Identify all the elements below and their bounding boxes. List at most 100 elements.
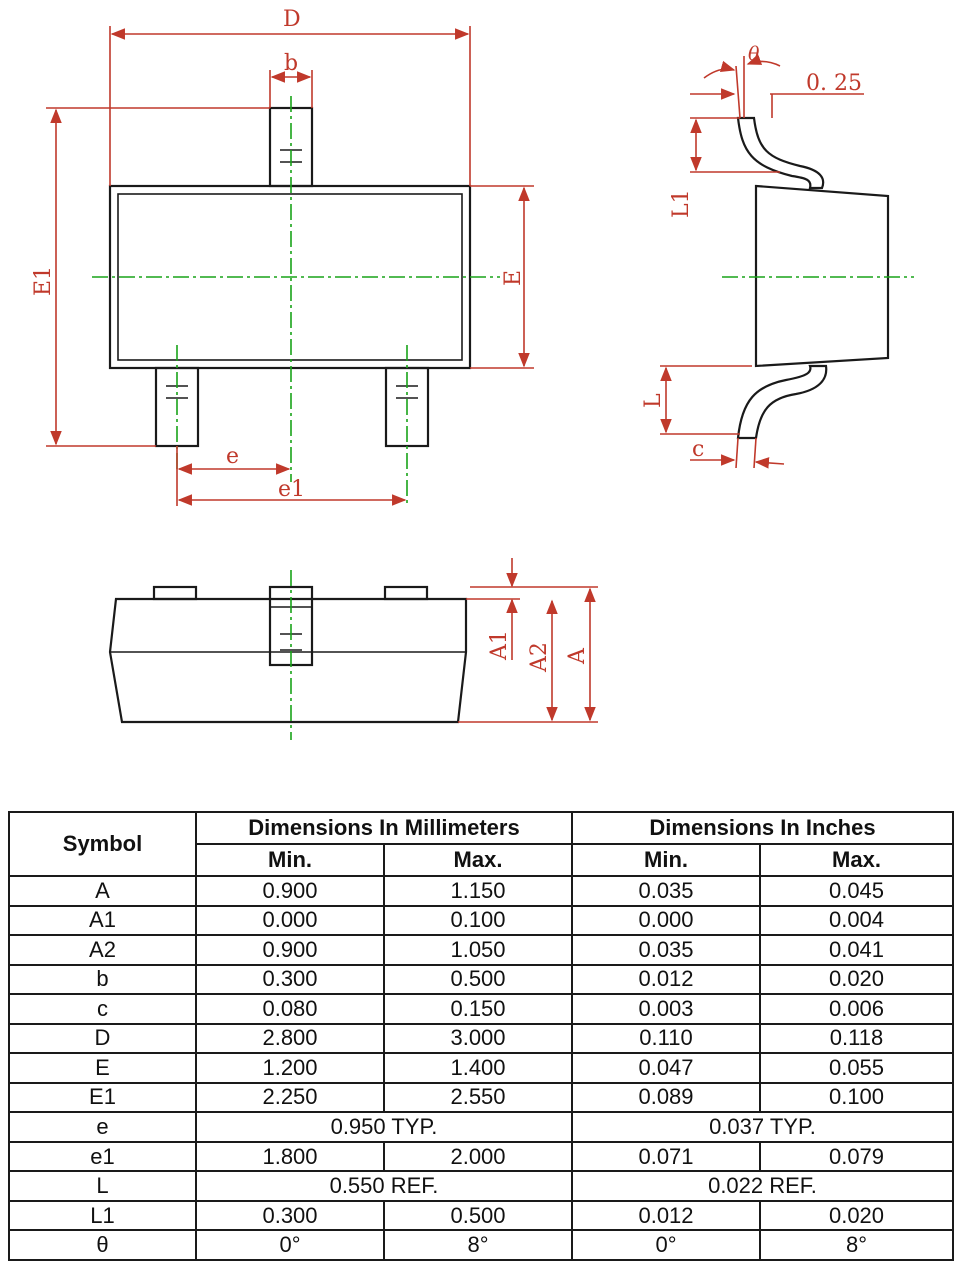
dim-theta: θ	[703, 43, 781, 119]
header-symbol: Symbol	[8, 811, 197, 877]
cell-mm-min: 0.000	[195, 904, 385, 937]
table-header-row-2: Min. Max. Min. Max.	[9, 843, 955, 877]
side-lead-lower	[736, 364, 828, 440]
header-inches: Dimensions In Inches	[570, 811, 955, 845]
cell-symbol: θ	[8, 1229, 197, 1261]
cell-mm-min: 1.800	[195, 1140, 385, 1173]
cell-in-max: 0.020	[758, 1199, 955, 1232]
cell-mm-max: 1.050	[383, 934, 573, 966]
dim-A: A	[565, 587, 596, 722]
cell-in-min: 0.110	[571, 1022, 761, 1055]
cell-mm-max: 1.400	[383, 1052, 573, 1084]
cell-in-min: 0.035	[571, 934, 761, 966]
cell-in-max: 0.004	[758, 904, 955, 937]
cell-symbol: L1	[8, 1199, 197, 1232]
cell-in-max: 0.045	[758, 875, 955, 907]
dim-A2: A2	[458, 599, 598, 723]
dim-e: e	[177, 444, 291, 475]
table-row: L 0.550 REF. 0.022 REF.	[8, 1170, 955, 1202]
top-view: D b E1 E e	[31, 7, 534, 506]
cell-mm-max: 0.500	[383, 1199, 573, 1232]
cell-mm-min: 0.900	[195, 934, 385, 966]
cell-symbol: e1	[8, 1140, 197, 1173]
cell-in-max: 0.020	[758, 963, 955, 996]
cell-in-max: 0.055	[758, 1052, 955, 1084]
dim-E: E	[470, 185, 534, 369]
dimensions-table: Symbol Dimensions In Millimeters Dimensi…	[8, 811, 955, 1261]
table-row: e 0.950 TYP. 0.037 TYP.	[8, 1111, 955, 1143]
cell-in-ref: 0.022 REF.	[570, 1170, 955, 1202]
dim-e1: e1	[176, 446, 407, 506]
table-row: A1 0.000 0.100 0.000 0.004	[8, 904, 955, 937]
dim-L1: L1	[669, 117, 780, 218]
cell-mm-max: 0.100	[383, 904, 573, 937]
cell-symbol: E	[8, 1052, 197, 1084]
table-row: θ 0° 8° 0° 8°	[8, 1229, 955, 1261]
dim-L-label: L	[641, 393, 666, 408]
cell-symbol: b	[8, 963, 197, 996]
cell-in-max: 0.118	[758, 1022, 955, 1055]
cell-symbol: A	[8, 875, 197, 907]
side-view: θ 0. 25 L1 L c	[641, 43, 914, 469]
table-row: A2 0.900 1.050 0.035 0.041	[8, 934, 955, 966]
cell-in-min: 0°	[571, 1229, 761, 1261]
table-row: E1 2.250 2.550 0.089 0.100	[8, 1081, 955, 1114]
package-outline-drawing: D b E1 E e	[31, 7, 914, 740]
cell-in-min: 0.012	[571, 1199, 761, 1232]
cell-in-max: 0.041	[758, 934, 955, 966]
side-view-body	[754, 184, 890, 368]
cell-symbol: L	[8, 1170, 197, 1202]
header-mm-min: Min.	[195, 843, 385, 877]
cell-mm-min: 2.250	[195, 1081, 385, 1114]
cell-mm-min: 2.800	[195, 1022, 385, 1055]
table-row: D 2.800 3.000 0.110 0.118	[8, 1022, 955, 1055]
cell-symbol: A1	[8, 904, 197, 937]
dim-A1-label: A1	[487, 630, 512, 661]
table-row: L1 0.300 0.500 0.012 0.020	[8, 1199, 955, 1232]
table-row: E 1.200 1.400 0.047 0.055	[8, 1052, 955, 1084]
cell-in-min: 0.071	[571, 1140, 761, 1173]
cell-mm-min: 0°	[195, 1229, 385, 1261]
cell-in-min: 0.089	[571, 1081, 761, 1114]
cell-mm-max: 8°	[383, 1229, 573, 1261]
front-lead-left	[152, 585, 198, 601]
table-row: A 0.900 1.150 0.035 0.045	[8, 875, 955, 907]
dim-L1-label: L1	[669, 189, 694, 218]
table-row: e1 1.800 2.000 0.071 0.079	[8, 1140, 955, 1173]
cell-in-max: 0.100	[758, 1081, 955, 1114]
top-view-body-inner	[117, 193, 463, 361]
dim-E-label: E	[501, 270, 526, 286]
header-mm-max: Max.	[383, 843, 573, 877]
dim-theta-label: θ	[748, 43, 760, 65]
table-row: c 0.080 0.150 0.003 0.006	[8, 993, 955, 1025]
cell-symbol: e	[8, 1111, 197, 1143]
cell-mm-typ: 0.950 TYP.	[195, 1111, 573, 1143]
dim-A-label: A	[565, 647, 590, 665]
header-in-max: Max.	[758, 843, 955, 877]
dim-gauge-plane: 0. 25	[690, 71, 864, 118]
cell-in-min: 0.003	[571, 993, 761, 1025]
cell-in-max: 0.006	[758, 993, 955, 1025]
front-view: A1 A2 A	[108, 558, 598, 740]
cell-mm-min: 0.300	[195, 963, 385, 996]
dim-c: c	[690, 437, 785, 469]
dim-A1: A1	[466, 558, 598, 661]
cell-symbol: A2	[8, 934, 197, 966]
dim-L: L	[641, 365, 752, 435]
side-lead-upper	[736, 116, 825, 190]
dim-gauge-plane-label: 0. 25	[806, 71, 862, 96]
cell-in-typ: 0.037 TYP.	[570, 1111, 955, 1143]
dim-E1: E1	[31, 107, 270, 447]
cell-mm-min: 0.900	[195, 875, 385, 907]
cell-in-min: 0.012	[571, 963, 761, 996]
cell-mm-max: 0.150	[383, 993, 573, 1025]
cell-symbol: D	[8, 1022, 197, 1055]
dim-e-label: e	[226, 444, 239, 469]
cell-mm-ref: 0.550 REF.	[195, 1170, 573, 1202]
top-lead-upper	[268, 106, 314, 188]
cell-mm-min: 0.300	[195, 1199, 385, 1232]
cell-mm-max: 0.500	[383, 963, 573, 996]
header-in-min: Min.	[571, 843, 761, 877]
dim-D-label: D	[283, 7, 301, 32]
cell-mm-max: 3.000	[383, 1022, 573, 1055]
